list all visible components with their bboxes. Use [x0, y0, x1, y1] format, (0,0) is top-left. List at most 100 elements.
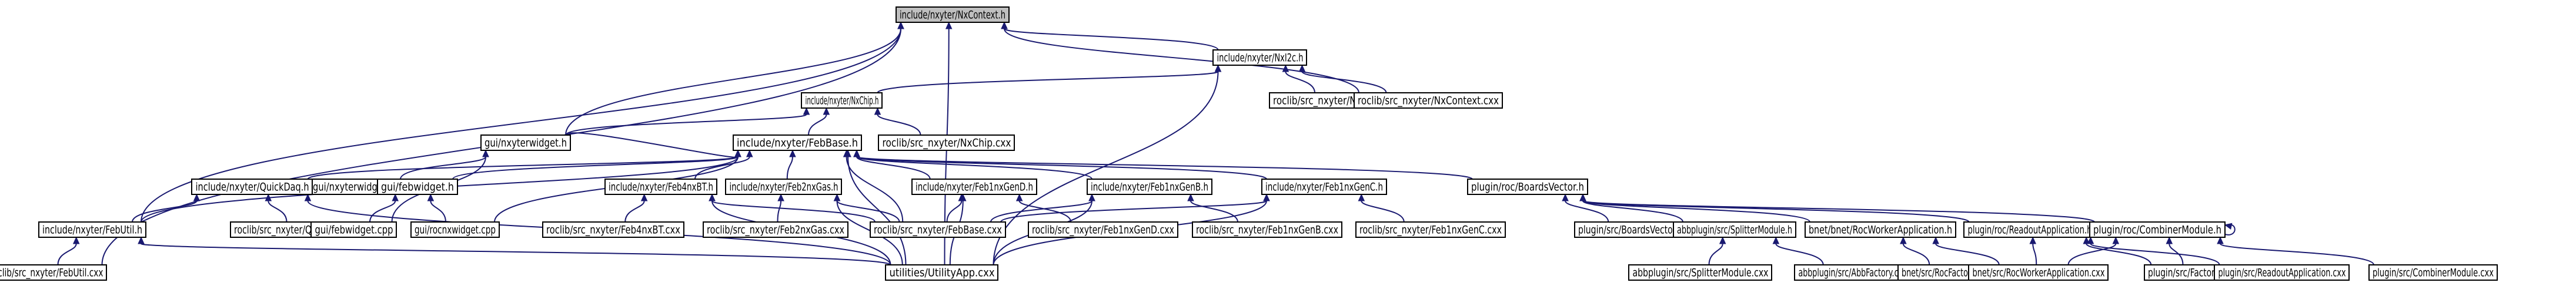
node-feb1nxd-cxx[interactable]: roclib/src_nxyter/Feb1nxGenD.cxx	[1028, 221, 1178, 238]
node-label: plugin/src/BoardsVector.cxx	[1578, 224, 1692, 237]
node-febwidget-h[interactable]: gui/febwidget.h	[377, 179, 458, 195]
node-splitter-h[interactable]: abbplugin/src/SplitterModule.h	[1673, 221, 1796, 238]
edge-nxcontext-to-nxi2c	[1001, 21, 1219, 51]
node-box	[2089, 221, 2226, 238]
node-box	[480, 134, 571, 151]
edge-splitter-h-to-abbfactory	[1772, 236, 1824, 265]
node-feb1nxc[interactable]: include/nxyter/Feb1nxGenC.h	[1261, 179, 1387, 195]
node-feb1nxd[interactable]: include/nxyter/Feb1nxGenD.h	[911, 179, 1037, 195]
node-label: include/nxyter/QuickDaq.h	[196, 181, 309, 194]
node-box	[911, 179, 1037, 195]
node-mywidget-h[interactable]: gui/nxyterwidget.h	[480, 134, 571, 151]
edge-nxchip-to-febbase	[808, 107, 830, 136]
node-label: plugin/src/Factory.cxx	[2148, 267, 2235, 280]
node-febbase-cxx[interactable]: roclib/src_nxyter/FebBase.cxx	[870, 221, 1006, 238]
edge-readout-h-to-rocworker-cxx	[2029, 236, 2037, 265]
node-label: include/nxyter/NxI2c.h	[1217, 52, 1304, 65]
edge-feb1nxc-to-feb1nxc-cxx	[1358, 193, 1405, 223]
node-box	[542, 221, 684, 238]
node-box	[0, 264, 107, 281]
node-feb4nx[interactable]: include/nxyter/Feb4nxBT.h	[604, 179, 717, 195]
node-readout-h[interactable]: plugin/roc/ReadoutApplication.h	[1963, 221, 2096, 238]
node-box	[878, 134, 1015, 151]
node-febutil[interactable]: include/nxyter/FebUtil.h	[38, 221, 146, 238]
node-feb1nxb-cxx[interactable]: roclib/src_nxyter/Feb1nxGenB.cxx	[1192, 221, 1342, 238]
node-label: roclib/src_nxyter/NxContext.cxx	[1358, 95, 1499, 107]
node-label: abbplugin/src/AbbFactory.cxx	[1799, 267, 1907, 280]
node-febwidget-cpp[interactable]: gui/febwidget.cpp	[310, 221, 397, 238]
node-splitter-cxx[interactable]: abbplugin/src/SplitterModule.cxx	[1628, 264, 1772, 281]
node-rocwidget-cpp[interactable]: gui/rocnxwidget.cpp	[410, 221, 500, 238]
node-box	[1963, 221, 2096, 238]
edge-readout-h-to-readout-cxx	[2087, 236, 2220, 265]
node-label: include/nxyter/FebBase.h	[737, 137, 858, 150]
node-febutil-cxx[interactable]: roclib/src_nxyter/FebUtil.cxx	[0, 264, 107, 281]
node-label: abbplugin/src/SplitterModule.cxx	[1633, 267, 1769, 280]
node-box	[377, 179, 458, 195]
edge-febwidget-h-to-rocwidget-cpp	[427, 193, 446, 223]
node-box	[885, 264, 998, 281]
node-nxchip-cxx[interactable]: roclib/src_nxyter/NxChip.cxx	[878, 134, 1015, 151]
edge-readout-h-to-factory-cxx	[2083, 236, 2152, 265]
node-readout-cxx[interactable]: plugin/src/ReadoutApplication.cxx	[2214, 264, 2350, 281]
node-box	[1261, 179, 1387, 195]
edge-combiner-h-to-rocworker-cxx	[2067, 236, 2120, 265]
node-quickdaq[interactable]: include/nxyter/QuickDaq.h	[191, 179, 313, 195]
edge-febbase-to-mywidget-h	[565, 132, 741, 158]
edge-combiner-h-to-factory-cxx	[2166, 236, 2184, 265]
edge-febbase-to-feb2nx	[786, 149, 796, 180]
node-label: include/nxyter/NxChip.h	[806, 95, 879, 107]
edge-febutil-to-febutil-cxx	[57, 236, 80, 265]
node-box	[870, 221, 1006, 238]
edge-feb4nx-to-feb4nx-cxx	[624, 193, 648, 223]
node-nxi2c[interactable]: include/nxyter/NxI2c.h	[1212, 49, 1307, 66]
node-nxchip[interactable]: include/nxyter/NxChip.h	[801, 92, 883, 109]
node-box	[703, 221, 848, 238]
node-label: plugin/roc/ReadoutApplication.h	[1968, 224, 2092, 237]
node-feb4nx-cxx[interactable]: roclib/src_nxyter/Feb4nxBT.cxx	[542, 221, 684, 238]
node-box	[310, 221, 397, 238]
node-box	[725, 179, 842, 195]
edge-febbase-to-feb1nxd	[853, 149, 931, 180]
node-box	[2368, 264, 2498, 281]
file-nodes: include/nxyter/NxContext.h include/nxyter…	[0, 6, 2498, 281]
node-feb2nx-cxx[interactable]: roclib/src_nxyter/Feb2nxGas.cxx	[703, 221, 848, 238]
edge-mywidget-h-to-mywidget-cpp	[400, 149, 489, 180]
node-label: plugin/src/ReadoutApplication.cxx	[2218, 267, 2346, 280]
edge-nxchip-to-nxchip-cxx	[874, 107, 921, 136]
node-label: include/nxyter/Feb2nxGas.h	[730, 181, 838, 194]
node-abbfactory[interactable]: abbplugin/src/AbbFactory.cxx	[1794, 264, 1911, 281]
edge-combiner-h-to-combiner-h	[2224, 223, 2236, 236]
node-nxcontext-cxx[interactable]: roclib/src_nxyter/NxContext.cxx	[1354, 92, 1503, 109]
node-feb1nxb[interactable]: include/nxyter/Feb1nxGenB.h	[1087, 179, 1212, 195]
node-label: include/nxyter/Feb1nxGenD.h	[916, 181, 1033, 194]
node-label: roclib/src_nxyter/Feb1nxGenD.cxx	[1032, 224, 1174, 237]
node-box	[896, 6, 1010, 23]
node-febbase[interactable]: include/nxyter/FebBase.h	[733, 134, 862, 151]
edge-febbase-to-boardsvector	[853, 149, 1473, 180]
node-combiner-cxx[interactable]: plugin/src/CombinerModule.cxx	[2368, 264, 2498, 281]
edge-febbase-to-utilityapp	[844, 149, 907, 265]
node-box	[1355, 221, 1506, 238]
node-utilityapp[interactable]: utilities/UtilityApp.cxx	[885, 264, 998, 281]
node-label: plugin/roc/BoardsVector.h	[1471, 181, 1584, 194]
node-box	[38, 221, 146, 238]
node-nxcontext[interactable]: include/nxyter/NxContext.h	[896, 6, 1010, 23]
node-label: bnet/src/RocWorkerApplication.cxx	[1973, 267, 2105, 280]
node-label: gui/nxyterwidget.h	[485, 137, 567, 150]
node-box	[1968, 264, 2109, 281]
node-feb1nxc-cxx[interactable]: roclib/src_nxyter/Feb1nxGenC.cxx	[1355, 221, 1506, 238]
node-feb2nx[interactable]: include/nxyter/Feb2nxGas.h	[725, 179, 842, 195]
node-rocworker-h[interactable]: bnet/bnet/RocWorkerApplication.h	[1805, 221, 1956, 238]
node-label: bnet/src/RocFactory.cxx	[1902, 267, 1990, 280]
node-rocworker-cxx[interactable]: bnet/src/RocWorkerApplication.cxx	[1968, 264, 2109, 281]
node-label: include/nxyter/Feb1nxGenB.h	[1091, 181, 1208, 194]
edge-rocworker-h-to-rocfactory	[1900, 236, 1930, 265]
node-box	[191, 179, 313, 195]
edge-boardsvector-to-combiner-h	[1579, 193, 2095, 223]
node-label: gui/rocnxwidget.cpp	[415, 224, 496, 237]
node-combiner-h[interactable]: plugin/roc/CombinerModule.h	[2089, 221, 2226, 238]
node-label: plugin/src/CombinerModule.cxx	[2373, 267, 2494, 280]
node-boardsvector[interactable]: plugin/roc/BoardsVector.h	[1467, 179, 1588, 195]
